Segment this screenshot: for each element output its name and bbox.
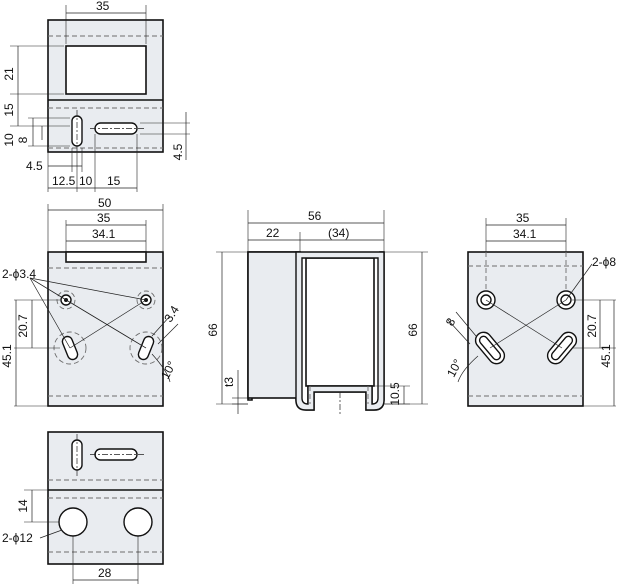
front-view-dim-3-4: 3.4 [161,303,182,325]
rear-view-angle-10: 10° [444,357,465,380]
bottom-view-dim-28: 28 [98,566,112,580]
side-view-dim-56: 56 [308,209,322,223]
front-view-top-window [65,251,147,263]
bottom-view: 14 2-ϕ12 28 [2,431,164,584]
rear-view-body [467,251,584,407]
top-view: 35 21 15 10 8 4.5 4.5 12.5 10 15 [2,0,190,192]
top-view-dim-15: 15 [2,103,16,117]
side-view-opening [305,257,375,387]
front-view-dim-20-7: 20.7 [16,314,30,338]
rear-view-dim-35: 35 [516,211,530,225]
bottom-view-hole-right [123,507,153,537]
rear-view-dim-45-1: 45.1 [599,344,613,368]
rear-view-dim-34-1: 34.1 [513,227,537,241]
top-view-dim-10: 10 [2,133,16,147]
rear-view: 2-ϕ8 35 34.1 20.7 45.1 8 10° [443,211,616,407]
top-view-dim-35: 35 [96,0,110,13]
bottom-view-hole-callout: 2-ϕ12 [2,531,33,545]
bottom-view-dim-14: 14 [16,499,30,513]
top-view-dim-4-5-left: 4.5 [26,159,43,173]
front-view-dim-45-1: 45.1 [0,344,14,368]
top-view-dim-12-5: 12.5 [52,174,76,188]
side-view-dim-22: 22 [266,226,280,240]
front-view-dim-35: 35 [97,211,111,225]
front-view: 2-ϕ3.4 50 35 34.1 20.7 45.1 3.4 10° [0,196,182,407]
rear-view-dim-8: 8 [443,315,459,328]
front-view-dim-34-1: 34.1 [92,227,116,241]
side-view-dim-66-left: 66 [206,323,220,337]
side-view-left-face [247,251,301,399]
front-view-dim-50: 50 [98,196,112,210]
side-view-dim-34-paren: (34) [328,226,349,240]
side-view: 56 22 (34) 66 66 t3 10.5 [206,209,428,416]
top-view-window [65,45,147,95]
top-view-dim-10-bottom: 10 [79,174,93,188]
top-view-dim-8: 8 [16,136,30,143]
side-view-dim-66-right: 66 [406,323,420,337]
side-view-dim-10-5: 10.5 [388,382,402,406]
top-view-dim-15-bottom: 15 [107,174,121,188]
rear-view-hole-callout: 2-ϕ8 [592,255,616,269]
front-view-hole-callout: 2-ϕ3.4 [2,267,36,281]
rear-view-dim-20-7: 20.7 [585,314,599,338]
front-view-body [47,251,164,407]
bottom-view-hole-left [58,507,88,537]
top-view-dim-21: 21 [2,67,16,81]
side-view-thickness: t3 [222,377,236,387]
top-view-dim-4-5-right: 4.5 [171,143,185,160]
